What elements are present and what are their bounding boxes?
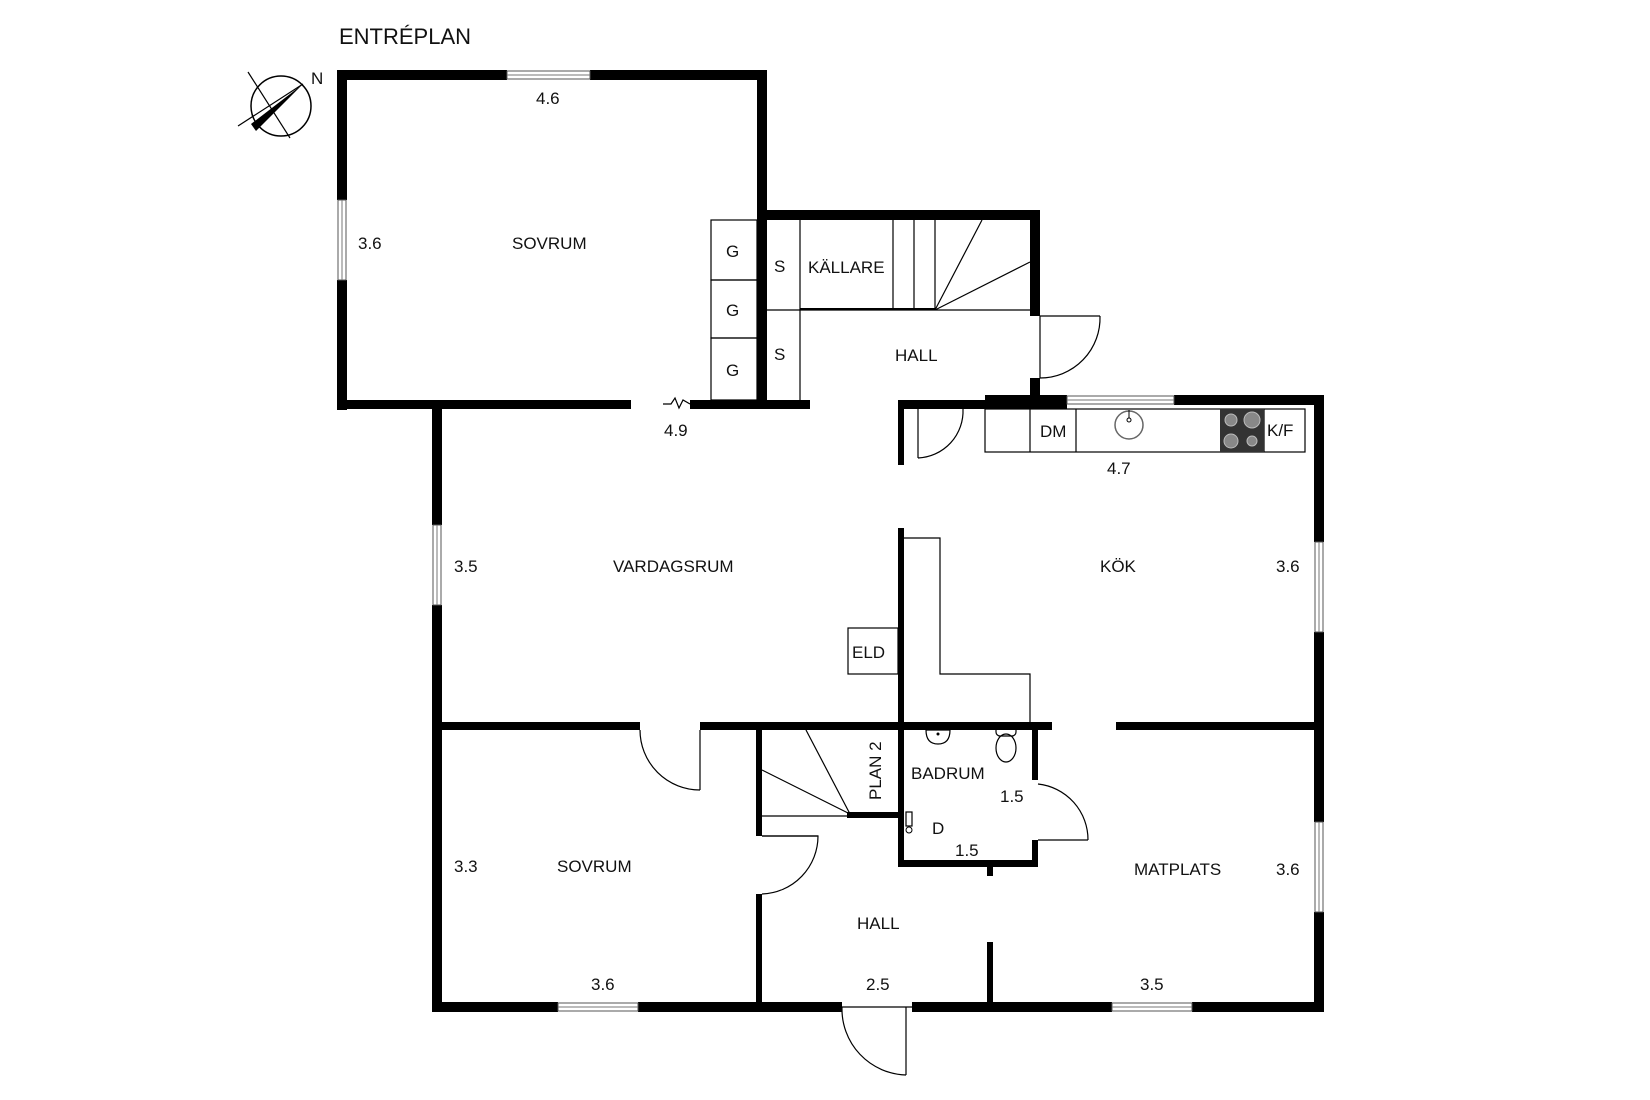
- vardagsrum-width: 4.9: [664, 421, 688, 440]
- toilet-icon: [995, 725, 1017, 763]
- room-sovrum-bottom: SOVRUM: [557, 857, 632, 876]
- door-hall-sovrum[interactable]: [761, 835, 819, 895]
- dishwasher-label: DM: [1040, 422, 1066, 441]
- fireplace: [847, 537, 1031, 722]
- room-kok: KÖK: [1100, 557, 1137, 576]
- sovrum-bottom-width: 3.6: [591, 975, 615, 994]
- compass-north-label: N: [311, 69, 323, 88]
- matplats-depth: 3.6: [1276, 860, 1300, 879]
- sovrum-bottom-depth: 3.3: [454, 857, 478, 876]
- stairs-plan2: [761, 729, 851, 837]
- closet-g2-label: G: [726, 301, 739, 320]
- vardagsrum-depth: 3.5: [454, 557, 478, 576]
- kok-width: 4.7: [1107, 459, 1131, 478]
- door-sovrum-bottom[interactable]: [639, 729, 701, 791]
- basement-stairs: [800, 219, 1031, 311]
- storage-s1-label: S: [774, 257, 785, 276]
- matplats-width: 3.5: [1140, 975, 1164, 994]
- badrum-depth: 1.5: [1000, 787, 1024, 806]
- closet-g3-label: G: [726, 361, 739, 380]
- door-badrum[interactable]: [1037, 783, 1089, 841]
- storage-s2-label: S: [774, 345, 785, 364]
- fireplace-label: ELD: [852, 643, 885, 662]
- plan2-label: PLAN 2: [866, 741, 885, 800]
- kok-depth: 3.6: [1276, 557, 1300, 576]
- compass-icon: [237, 71, 312, 139]
- shower-icon: [905, 811, 913, 834]
- sovrum-top-depth: 3.6: [358, 234, 382, 253]
- entry-door-bottom[interactable]: [841, 1006, 912, 1076]
- room-matplats: MATPLATS: [1134, 860, 1221, 879]
- kitchen-counter: [984, 408, 1306, 453]
- sovrum-top-width: 4.6: [536, 89, 560, 108]
- closet-g1-label: G: [726, 242, 739, 261]
- shower-label: D: [932, 819, 944, 838]
- room-kallare: KÄLLARE: [808, 258, 885, 277]
- fridge-freezer-label: K/F: [1267, 421, 1293, 440]
- room-hall-bottom: HALL: [857, 914, 900, 933]
- entry-door-top[interactable]: [1039, 315, 1101, 379]
- hall-bottom-width: 2.5: [866, 975, 890, 994]
- sink-icon: [1114, 410, 1144, 440]
- washbasin-icon: [925, 729, 951, 745]
- room-sovrum-top: SOVRUM: [512, 234, 587, 253]
- room-vardagsrum: VARDAGSRUM: [613, 557, 734, 576]
- room-hall-top: HALL: [895, 346, 938, 365]
- windows: [337, 70, 1324, 1012]
- door-hall-vardagsrum[interactable]: [917, 408, 964, 459]
- room-badrum: BADRUM: [911, 764, 985, 783]
- plan-title: ENTRÉPLAN: [339, 24, 471, 49]
- badrum-width: 1.5: [955, 841, 979, 860]
- wall-break-symbol: [663, 396, 691, 410]
- walls: [337, 70, 1324, 1012]
